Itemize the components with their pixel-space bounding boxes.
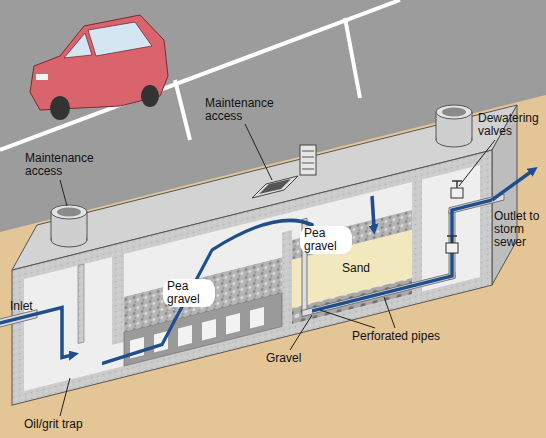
leader-line <box>384 297 395 328</box>
part-label: Pea gravel <box>300 226 352 254</box>
vent-louvres <box>302 151 314 169</box>
grate-bars <box>259 179 291 194</box>
riser-fill <box>437 125 471 140</box>
valve-handle <box>452 180 462 182</box>
part-label: Outlet to storm sewer <box>494 210 546 249</box>
settling-chamber <box>124 215 282 367</box>
valve-body <box>451 188 463 198</box>
part-label: Inlet <box>10 300 33 313</box>
baffle <box>78 264 84 344</box>
car-wheel <box>141 85 159 107</box>
valve-stem <box>456 181 458 188</box>
leader-line <box>459 140 495 186</box>
valve-stem <box>451 236 453 243</box>
riser-grate <box>442 108 466 117</box>
car <box>30 15 168 120</box>
flow-arrow <box>0 305 72 374</box>
part-label: Gravel <box>266 352 301 365</box>
parking-line <box>345 18 360 98</box>
parking-line <box>175 80 190 140</box>
block-slot <box>202 319 216 341</box>
part-label: Oil/grit trap <box>24 418 83 431</box>
riser-grate <box>57 208 81 217</box>
vault-section <box>0 147 504 409</box>
block-slot <box>250 307 264 329</box>
valve-handle <box>447 235 457 237</box>
part-label: Pea gravel <box>163 279 215 307</box>
car-window <box>88 22 152 56</box>
block-slot <box>178 325 192 347</box>
flow-arrow <box>372 196 374 229</box>
leader-line <box>290 315 312 350</box>
parking-line <box>0 0 400 150</box>
riser-lid <box>436 105 472 119</box>
leader-line <box>60 378 70 416</box>
part-label: Maintenance access <box>25 152 105 178</box>
leader-line <box>245 124 272 180</box>
outlet-arrow <box>492 171 532 200</box>
flow-arrow <box>312 200 492 311</box>
flow-arrow <box>102 213 312 364</box>
block-slot <box>226 313 240 335</box>
part-label: Maintenance access <box>205 97 285 123</box>
dewatering-valve <box>446 236 458 253</box>
part-label: Perforated pipes <box>352 330 440 343</box>
riser-lid <box>51 205 87 219</box>
car-body <box>30 15 168 110</box>
car-wheel <box>50 96 70 120</box>
leader-line <box>60 180 67 206</box>
valve-body <box>446 243 458 253</box>
part-label: Dewatering valves <box>478 112 544 138</box>
leader-lines <box>60 124 495 416</box>
vault-wall <box>12 150 492 405</box>
riser-fill <box>52 225 86 240</box>
access-riser <box>51 205 87 247</box>
car-headlight <box>36 74 48 80</box>
vent-stack <box>300 145 316 175</box>
access-grate <box>252 145 316 198</box>
grate-frame <box>252 176 298 198</box>
car-window <box>64 33 92 58</box>
access-riser <box>436 105 472 147</box>
trap-chamber <box>24 257 112 391</box>
part-label: Sand <box>342 262 370 275</box>
leader-line <box>320 310 375 328</box>
